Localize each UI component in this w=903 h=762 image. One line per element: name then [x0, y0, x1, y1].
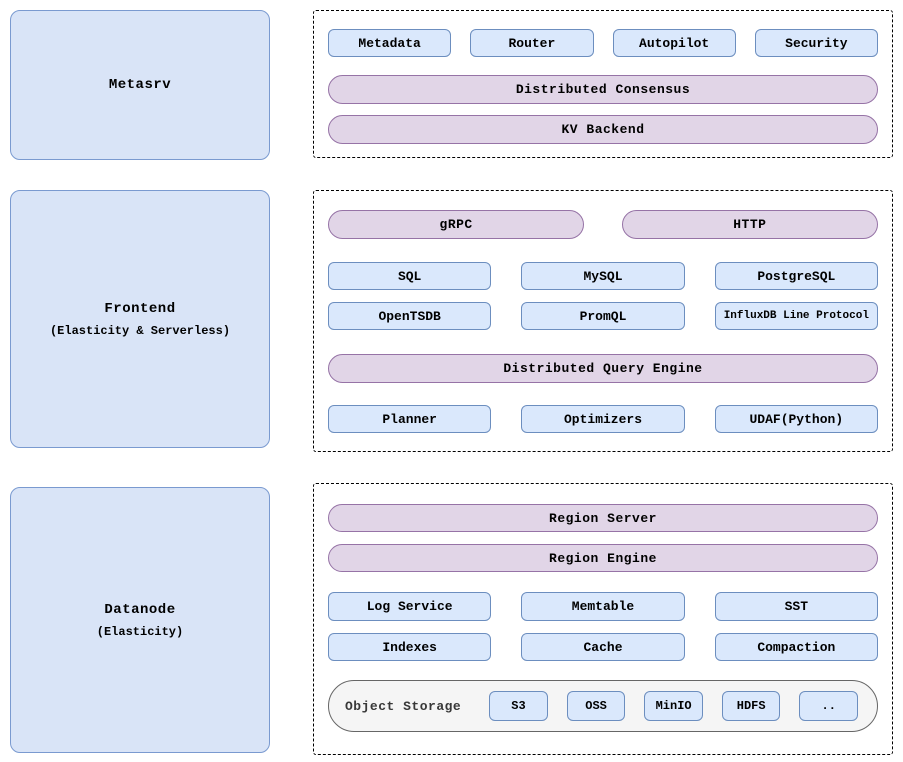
datanode-group-container: Region Server Region Engine Log Service … [313, 483, 893, 755]
object-storage-container: Object Storage S3 OSS MinIO HDFS .. [328, 680, 878, 732]
metasrv-group-container: Metadata Router Autopilot Security Distr… [313, 10, 893, 158]
influxdb-line-protocol-node: InfluxDB Line Protocol [714, 302, 878, 330]
postgresql-node: PostgreSQL [714, 262, 878, 290]
frontend-subtitle: (Elasticity & Serverless) [49, 323, 231, 338]
metasrv-components-row: Metadata Router Autopilot Security [328, 29, 878, 57]
oss-node: OSS [566, 691, 626, 721]
object-storage-label: Object Storage [345, 698, 462, 714]
indexes-node: Indexes [328, 633, 492, 661]
frontend-entry-row: gRPC HTTP [328, 210, 878, 239]
kv-backend-pill: KV Backend [328, 115, 878, 144]
log-service-node: Log Service [328, 592, 492, 621]
frontend-protocols-row1: SQL MySQL PostgreSQL [328, 262, 878, 290]
autopilot-node: Autopilot [612, 29, 736, 57]
udaf-python-node: UDAF(Python) [714, 405, 878, 433]
sql-node: SQL [328, 262, 492, 290]
compaction-node: Compaction [714, 633, 878, 661]
http-pill: HTTP [621, 210, 878, 239]
metasrv-node: Metasrv [10, 10, 270, 160]
frontend-title: Frontend [104, 300, 176, 317]
datanode-components-row1: Log Service Memtable SST [328, 592, 878, 621]
security-node: Security [754, 29, 878, 57]
sst-node: SST [714, 592, 878, 621]
metadata-node: Metadata [328, 29, 452, 57]
metasrv-title: Metasrv [108, 77, 172, 93]
datanode-components-row2: Indexes Cache Compaction [328, 633, 878, 661]
datanode-node: Datanode (Elasticity) [10, 487, 270, 753]
frontend-engine-row: Planner Optimizers UDAF(Python) [328, 405, 878, 433]
hdfs-node: HDFS [721, 691, 781, 721]
other-backends-node: .. [799, 691, 859, 721]
optimizers-node: Optimizers [521, 405, 685, 433]
s3-node: S3 [489, 691, 548, 721]
grpc-pill: gRPC [328, 210, 585, 239]
planner-node: Planner [328, 405, 492, 433]
datanode-subtitle: (Elasticity) [96, 624, 184, 639]
distributed-query-engine-pill: Distributed Query Engine [328, 354, 878, 383]
opentsdb-node: OpenTSDB [328, 302, 492, 330]
frontend-node: Frontend (Elasticity & Serverless) [10, 190, 270, 448]
distributed-consensus-pill: Distributed Consensus [328, 75, 878, 104]
minio-node: MinIO [644, 691, 703, 721]
region-engine-pill: Region Engine [328, 544, 878, 572]
router-node: Router [470, 29, 594, 57]
region-server-pill: Region Server [328, 504, 878, 532]
memtable-node: Memtable [521, 592, 685, 621]
promql-node: PromQL [521, 302, 685, 330]
datanode-title: Datanode [104, 601, 176, 618]
cache-node: Cache [521, 633, 685, 661]
frontend-group-container: gRPC HTTP SQL MySQL PostgreSQL OpenTSDB … [313, 190, 893, 452]
frontend-protocols-row2: OpenTSDB PromQL InfluxDB Line Protocol [328, 302, 878, 330]
mysql-node: MySQL [521, 262, 685, 290]
